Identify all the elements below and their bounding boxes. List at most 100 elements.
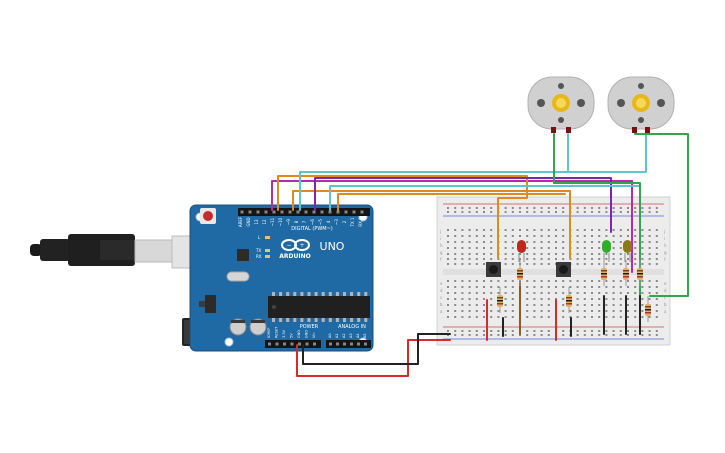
breadboard-hole[interactable] (519, 211, 521, 213)
breadboard-hole[interactable] (583, 211, 586, 213)
breadboard-hole[interactable] (461, 316, 464, 318)
breadboard-hole[interactable] (591, 229, 593, 231)
breadboard-hole[interactable] (461, 298, 464, 300)
resistor-7[interactable] (645, 296, 651, 322)
breadboard-hole[interactable] (468, 310, 471, 312)
breadboard-hole[interactable] (641, 263, 644, 265)
breadboard-hole[interactable] (612, 241, 615, 243)
breadboard-hole[interactable] (526, 310, 529, 312)
analog-pin[interactable] (364, 342, 367, 346)
breadboard-hole[interactable] (562, 253, 565, 255)
breadboard-hole[interactable] (634, 310, 637, 312)
breadboard-hole[interactable] (648, 258, 651, 260)
breadboard-hole[interactable] (533, 241, 536, 243)
breadboard-hole[interactable] (461, 253, 464, 255)
breadboard-hole[interactable] (511, 310, 514, 312)
breadboard-hole[interactable] (648, 280, 651, 282)
breadboard-hole[interactable] (490, 258, 493, 260)
breadboard-hole[interactable] (468, 292, 471, 294)
breadboard-hole[interactable] (540, 286, 543, 288)
breadboard-hole[interactable] (526, 298, 529, 300)
breadboard-hole[interactable] (504, 207, 507, 209)
breadboard-hole[interactable] (483, 258, 485, 260)
breadboard-hole[interactable] (591, 334, 593, 336)
breadboard-hole[interactable] (562, 304, 565, 306)
breadboard-hole[interactable] (619, 334, 622, 336)
breadboard-hole[interactable] (504, 229, 507, 231)
breadboard-hole[interactable] (468, 253, 471, 255)
breadboard-hole[interactable] (591, 304, 593, 306)
breadboard-hole[interactable] (605, 207, 608, 209)
breadboard-hole[interactable] (648, 292, 651, 294)
breadboard-hole[interactable] (641, 330, 644, 332)
breadboard-hole[interactable] (533, 235, 536, 237)
motor-2[interactable] (607, 76, 675, 133)
breadboard-hole[interactable] (634, 247, 637, 249)
breadboard-hole[interactable] (655, 330, 658, 332)
breadboard-hole[interactable] (504, 241, 507, 243)
breadboard-hole[interactable] (655, 253, 658, 255)
breadboard-hole[interactable] (619, 241, 622, 243)
breadboard-hole[interactable] (468, 235, 471, 237)
breadboard-hole[interactable] (511, 258, 514, 260)
breadboard-hole[interactable] (569, 286, 572, 288)
header-pin[interactable] (280, 210, 284, 214)
breadboard-hole[interactable] (497, 286, 500, 288)
breadboard-hole[interactable] (490, 304, 493, 306)
breadboard-hole[interactable] (461, 310, 464, 312)
breadboard-hole[interactable] (475, 258, 478, 260)
header-pin[interactable] (360, 210, 364, 214)
header-pin[interactable] (320, 210, 324, 214)
breadboard-hole[interactable] (526, 258, 529, 260)
breadboard-hole[interactable] (547, 229, 550, 231)
breadboard-hole[interactable] (540, 334, 543, 336)
breadboard-hole[interactable] (526, 292, 529, 294)
breadboard-hole[interactable] (562, 310, 565, 312)
breadboard-hole[interactable] (547, 235, 550, 237)
breadboard-hole[interactable] (533, 253, 536, 255)
resistor-2[interactable] (566, 287, 572, 313)
header-pin[interactable] (256, 210, 260, 214)
breadboard-hole[interactable] (540, 330, 543, 332)
breadboard-hole[interactable] (461, 334, 464, 336)
breadboard-hole[interactable] (655, 247, 658, 249)
breadboard-hole[interactable] (526, 241, 529, 243)
breadboard-hole[interactable] (511, 247, 514, 249)
breadboard-hole[interactable] (447, 330, 449, 332)
breadboard-hole[interactable] (519, 258, 521, 260)
breadboard-hole[interactable] (598, 316, 601, 318)
breadboard-hole[interactable] (648, 247, 651, 249)
breadboard-hole[interactable] (569, 292, 572, 294)
breadboard-hole[interactable] (511, 334, 514, 336)
breadboard-hole[interactable] (490, 247, 493, 249)
breadboard-hole[interactable] (490, 229, 493, 231)
breadboard-hole[interactable] (504, 280, 507, 282)
breadboard-hole[interactable] (576, 298, 579, 300)
breadboard-hole[interactable] (627, 330, 629, 332)
breadboard-hole[interactable] (447, 229, 449, 231)
breadboard-hole[interactable] (483, 211, 485, 213)
header-pin[interactable] (344, 210, 348, 214)
breadboard-hole[interactable] (475, 211, 478, 213)
resistor-3[interactable] (517, 260, 523, 286)
power-pin[interactable] (298, 342, 301, 346)
breadboard-hole[interactable] (655, 286, 658, 288)
breadboard-hole[interactable] (598, 241, 601, 243)
breadboard-hole[interactable] (648, 253, 651, 255)
breadboard-hole[interactable] (511, 211, 514, 213)
breadboard-hole[interactable] (648, 229, 651, 231)
breadboard-hole[interactable] (533, 207, 536, 209)
breadboard-hole[interactable] (540, 258, 543, 260)
breadboard-hole[interactable] (511, 280, 514, 282)
breadboard-hole[interactable] (468, 258, 471, 260)
breadboard-hole[interactable] (605, 280, 608, 282)
breadboard-hole[interactable] (497, 280, 500, 282)
analog-pin[interactable] (336, 342, 339, 346)
breadboard-hole[interactable] (540, 229, 543, 231)
header-pin[interactable] (288, 210, 292, 214)
breadboard-hole[interactable] (511, 253, 514, 255)
breadboard-hole[interactable] (598, 207, 601, 209)
breadboard-hole[interactable] (454, 211, 457, 213)
breadboard-hole[interactable] (526, 247, 529, 249)
